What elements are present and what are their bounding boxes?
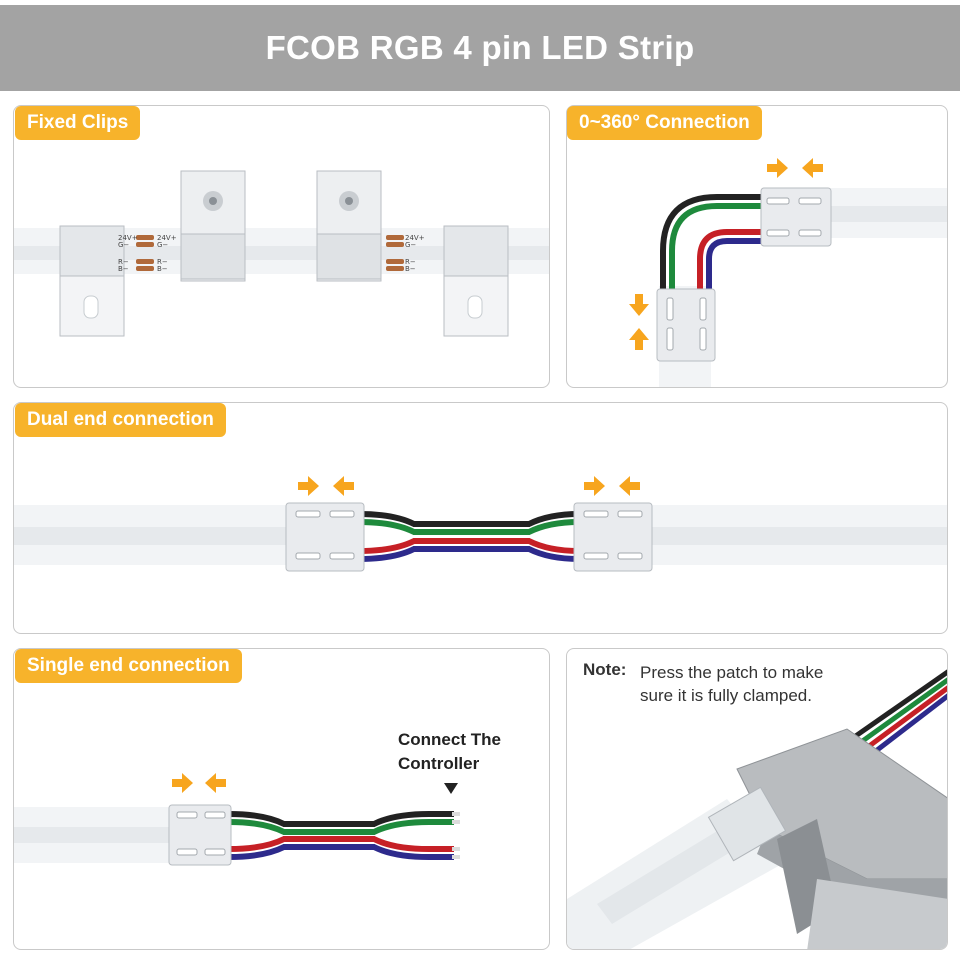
down-triangle-icon (444, 783, 458, 794)
rgb-wire-bundle (228, 811, 454, 860)
dual-end-panel (13, 402, 948, 634)
pin-label: B− (405, 265, 416, 273)
pin-label: G− (405, 241, 416, 249)
fixed-clips-illustration: 24V+ G− R− B− 24V+ G− R− B− 24V+ G− R− B… (14, 170, 549, 337)
push-arrow-icon (172, 773, 193, 793)
pin-label: R− (118, 258, 129, 266)
push-arrow-icon (629, 294, 649, 316)
clamping-illustration (567, 669, 947, 949)
clamp-connector (707, 786, 787, 862)
pin-connector (386, 235, 404, 271)
page-title: FCOB RGB 4 pin LED Strip (265, 29, 695, 66)
push-arrow-icon (802, 158, 823, 178)
mounting-clip (316, 170, 382, 282)
push-arrow-icon (298, 476, 319, 496)
push-arrow-icon (205, 773, 226, 793)
fixed-clips-panel: 24V+ G− R− B− 24V+ G− R− B− 24V+ G− R− B… (13, 105, 550, 388)
corner-connection-tag: 0~360° Connection (567, 106, 762, 140)
note-label: Note: (583, 660, 627, 679)
single-end-panel (13, 648, 550, 950)
single-end-tag: Single end connection (15, 649, 242, 683)
screw-hole-icon (467, 295, 483, 319)
screw-hole-icon (83, 295, 99, 319)
push-arrow-icon (767, 158, 788, 178)
dual-end-tag: Dual end connection (15, 403, 226, 437)
push-arrow-icon (619, 476, 640, 496)
push-arrow-icon (629, 328, 649, 350)
corner-connection-illustration (629, 158, 947, 387)
pin-label: 24V+ (118, 234, 138, 242)
rgb-wire-bundle (358, 511, 580, 562)
push-arrow-icon (333, 476, 354, 496)
corner-connection-panel (566, 105, 948, 388)
note-panel (566, 648, 948, 950)
pin-label: 24V+ (405, 234, 425, 242)
push-arrow-icon (584, 476, 605, 496)
pin-label: 24V+ (157, 234, 177, 242)
pin-label: G− (157, 241, 168, 249)
fixed-clips-tag: Fixed Clips (15, 106, 141, 140)
single-end-illustration (14, 773, 460, 866)
dual-end-illustration (14, 476, 947, 572)
mounting-clip (180, 170, 246, 282)
pin-connector (136, 235, 154, 271)
mounting-clip (59, 225, 125, 337)
pin-label: B− (157, 265, 168, 273)
pin-label: G− (118, 241, 129, 249)
pin-label: B− (118, 265, 129, 273)
pin-label: R− (157, 258, 168, 266)
note-text: Press the patch to make sure it is fully… (640, 663, 824, 705)
pin-label: R− (405, 258, 416, 266)
mounting-clip (443, 225, 509, 337)
controller-label: Connect The Controller (398, 730, 501, 773)
clamp-connector (760, 187, 832, 247)
header-banner: FCOB RGB 4 pin LED Strip (0, 5, 960, 91)
rgb-wire-bundle (660, 194, 763, 301)
